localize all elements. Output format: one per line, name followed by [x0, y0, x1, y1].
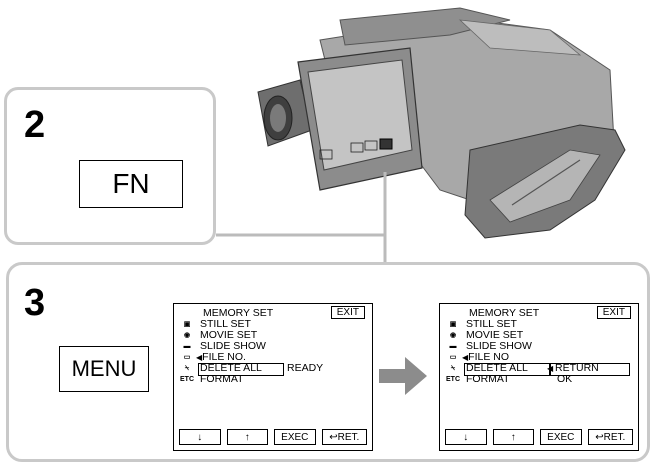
exit-button[interactable]: EXIT	[330, 306, 365, 319]
lcd-screen-before: MEMORY SET EXIT ▣ STILL SET ◉ MOVIE SET …	[173, 303, 373, 451]
return-button[interactable]: ↩RET.	[321, 429, 368, 445]
menu-item-label: FILE NO.	[202, 351, 246, 363]
step-2-number: 2	[24, 104, 46, 146]
menu-item-file-no[interactable]: ▭ ◀ FILE NO.	[180, 352, 246, 363]
menu-item-label: DELETE ALL	[200, 362, 262, 374]
file-no-icon: ▭	[449, 354, 457, 361]
pointer-icon: ◀	[462, 353, 469, 362]
menu-item-label: MOVIE SET	[200, 329, 258, 341]
step-3-number: 3	[24, 282, 46, 324]
menu-item-delete-all[interactable]: ⍀ DELETE ALL	[180, 363, 262, 374]
menu-item-movie-set[interactable]: ◉ MOVIE SET	[446, 330, 523, 341]
menu-item-delete-all[interactable]: ⍀ DELETE ALL	[446, 363, 528, 374]
status-ready: READY	[287, 362, 324, 374]
menu-item-movie-set[interactable]: ◉ MOVIE SET	[180, 330, 257, 341]
hand-strap	[464, 124, 626, 239]
menu-title: MEMORY SET	[203, 307, 274, 319]
lcd-panel	[297, 47, 423, 191]
up-button[interactable]: ↑	[226, 429, 269, 445]
pointer-icon: ◀	[547, 364, 554, 373]
submenu-return[interactable]: RETURN	[555, 362, 599, 374]
exec-button[interactable]: EXEC	[274, 429, 316, 445]
fn-key-label: FN	[79, 160, 183, 208]
menu-item-label: STILL SET	[200, 318, 251, 330]
menu-item-still-set[interactable]: ▣ STILL SET	[446, 319, 517, 330]
menu-item-still-set[interactable]: ▣ STILL SET	[180, 319, 251, 330]
down-button[interactable]: ↓	[179, 429, 221, 445]
menu-item-label: FORMAT	[466, 373, 510, 385]
exec-button[interactable]: EXEC	[540, 429, 582, 445]
menu-item-format[interactable]: ETC FORMAT	[180, 374, 244, 385]
selection-box	[198, 363, 284, 376]
menu-item-label: DELETE ALL	[466, 362, 528, 374]
movie-set-icon: ◉	[449, 332, 457, 339]
menu-item-label: FORMAT	[200, 373, 244, 385]
menu-key-label: MENU	[59, 346, 149, 392]
menu-item-file-no[interactable]: ▭ ◀ FILE NO	[446, 352, 509, 363]
file-no-icon: ▭	[183, 354, 191, 361]
menu-item-label: FILE NO	[468, 351, 509, 363]
up-button[interactable]: ↑	[492, 429, 535, 445]
submenu-ok[interactable]: OK	[557, 373, 573, 385]
pointer-icon: ◀	[196, 353, 203, 362]
menu-item-format[interactable]: ETC FORMAT	[446, 374, 510, 385]
right-arrow-icon	[379, 357, 427, 395]
camcorder-illustration	[257, 7, 626, 239]
menu-item-label: MOVIE SET	[466, 329, 524, 341]
slide-show-icon: ▬	[183, 343, 191, 350]
lcd-button-bar: ↓ ↑ EXEC ↩RET.	[445, 429, 634, 445]
etc-icon: ETC	[446, 376, 460, 383]
selection-box	[464, 363, 550, 376]
menu-item-slide-show[interactable]: ▬ SLIDE SHOW	[446, 341, 532, 352]
exit-button[interactable]: EXIT	[596, 306, 631, 319]
still-set-icon: ▣	[449, 321, 457, 328]
menu-title: MEMORY SET	[469, 307, 540, 319]
submenu-selection-box	[550, 363, 630, 376]
menu-item-label: STILL SET	[466, 318, 517, 330]
etc-icon: ETC	[180, 376, 194, 383]
lcd-button-bar: ↓ ↑ EXEC ↩RET.	[179, 429, 368, 445]
menu-item-slide-show[interactable]: ▬ SLIDE SHOW	[180, 341, 266, 352]
movie-set-icon: ◉	[183, 332, 191, 339]
menu-item-label: SLIDE SHOW	[200, 340, 266, 352]
delete-icon: ⍀	[450, 365, 456, 372]
delete-icon: ⍀	[184, 365, 190, 372]
down-button[interactable]: ↓	[445, 429, 487, 445]
still-set-icon: ▣	[183, 321, 191, 328]
slide-show-icon: ▬	[449, 343, 457, 350]
menu-item-label: SLIDE SHOW	[466, 340, 532, 352]
return-button[interactable]: ↩RET.	[587, 429, 634, 445]
lcd-screen-after: MEMORY SET EXIT ▣ STILL SET ◉ MOVIE SET …	[439, 303, 639, 451]
